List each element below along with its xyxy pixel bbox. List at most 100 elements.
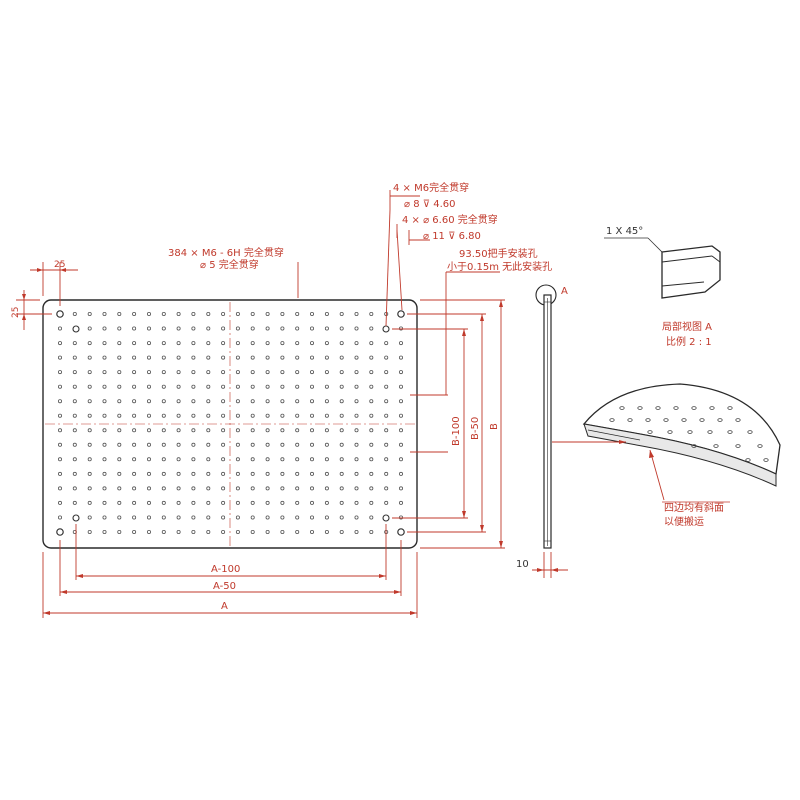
- tapped-hole: [102, 442, 107, 447]
- tapped-hole: [295, 355, 300, 360]
- tapped-hole: [146, 500, 151, 505]
- dimensions: [16, 190, 505, 618]
- tapped-hole: [161, 530, 166, 535]
- callout-tapped-holes-2: ⌀ 5 完全贯穿: [200, 258, 259, 271]
- tapped-hole: [339, 530, 344, 535]
- tapped-hole: [354, 384, 359, 389]
- tapped-hole: [191, 384, 196, 389]
- tapped-hole: [250, 370, 255, 375]
- tapped-hole: [87, 500, 92, 505]
- cutaway-hole: [655, 406, 661, 410]
- tapped-hole: [161, 457, 166, 462]
- tapped-hole: [58, 457, 63, 462]
- tapped-hole: [117, 370, 122, 375]
- tapped-hole: [176, 428, 181, 433]
- tapped-hole: [221, 500, 226, 505]
- tapped-hole: [398, 471, 403, 476]
- cutaway-hole: [663, 418, 669, 422]
- tapped-hole: [117, 457, 122, 462]
- tapped-hole: [324, 326, 329, 331]
- tapped-hole: [398, 326, 403, 331]
- tapped-hole: [102, 384, 107, 389]
- tapped-hole: [339, 341, 344, 346]
- tapped-hole: [369, 442, 374, 447]
- tapped-hole: [265, 384, 270, 389]
- tapped-hole: [58, 471, 63, 476]
- tapped-hole: [161, 442, 166, 447]
- tapped-hole: [132, 384, 137, 389]
- tapped-hole: [280, 530, 285, 535]
- mount-holes: [72, 325, 390, 522]
- callout-handle-note-2: 小于0.15m 无此安装孔: [447, 260, 552, 273]
- tapped-hole: [265, 530, 270, 535]
- tapped-hole: [87, 355, 92, 360]
- tapped-hole: [87, 311, 92, 316]
- dim-pitch-y: 25: [11, 307, 21, 318]
- tapped-hole: [295, 442, 300, 447]
- tapped-hole: [324, 399, 329, 404]
- tapped-hole: [206, 515, 211, 520]
- tapped-hole: [354, 428, 359, 433]
- tapped-hole: [176, 384, 181, 389]
- tapped-hole: [339, 428, 344, 433]
- cutaway-hole: [717, 418, 723, 422]
- tapped-hole: [324, 355, 329, 360]
- tapped-hole: [117, 515, 122, 520]
- dimension-arrows: [22, 268, 503, 615]
- tapped-hole: [265, 442, 270, 447]
- cutaway-hole: [681, 418, 687, 422]
- cutaway-hole: [747, 430, 753, 434]
- tapped-hole: [176, 370, 181, 375]
- tapped-hole: [398, 442, 403, 447]
- tapped-hole: [384, 442, 389, 447]
- tapped-hole: [384, 399, 389, 404]
- tapped-hole: [235, 530, 240, 535]
- tapped-hole: [309, 486, 314, 491]
- tapped-hole: [191, 399, 196, 404]
- cutaway-hole: [627, 418, 633, 422]
- tapped-hole: [221, 442, 226, 447]
- tapped-hole: [87, 384, 92, 389]
- tapped-hole: [58, 428, 63, 433]
- tapped-hole: [221, 413, 226, 418]
- tapped-hole: [295, 515, 300, 520]
- tapped-hole: [339, 515, 344, 520]
- cutaway-hole: [673, 406, 679, 410]
- tapped-hole: [354, 442, 359, 447]
- tapped-hole: [280, 442, 285, 447]
- tapped-hole: [324, 500, 329, 505]
- tapped-hole: [354, 515, 359, 520]
- detail-chamfer-shape: [661, 245, 721, 299]
- tapped-hole: [72, 486, 77, 491]
- tapped-hole: [398, 486, 403, 491]
- tapped-hole: [102, 399, 107, 404]
- tapped-hole: [176, 500, 181, 505]
- tapped-hole: [398, 515, 403, 520]
- tapped-hole: [398, 355, 403, 360]
- tapped-hole: [250, 355, 255, 360]
- tapped-hole: [280, 384, 285, 389]
- tapped-hole: [221, 486, 226, 491]
- tapped-hole: [265, 457, 270, 462]
- cutaway-hole: [637, 406, 643, 410]
- tapped-hole: [339, 457, 344, 462]
- tapped-hole: [206, 457, 211, 462]
- tapped-hole: [265, 355, 270, 360]
- tapped-hole: [176, 413, 181, 418]
- tapped-hole: [72, 355, 77, 360]
- tapped-hole: [72, 442, 77, 447]
- tapped-hole: [369, 355, 374, 360]
- plate-front-view: [42, 299, 418, 549]
- tapped-hole: [132, 486, 137, 491]
- tapped-hole: [295, 500, 300, 505]
- tapped-hole: [191, 355, 196, 360]
- tapped-hole: [235, 384, 240, 389]
- tapped-hole: [354, 413, 359, 418]
- tapped-hole: [221, 311, 226, 316]
- tapped-hole: [206, 471, 211, 476]
- tapped-hole: [235, 500, 240, 505]
- tapped-hole: [146, 486, 151, 491]
- corner-hole-bottom-left: [56, 528, 64, 536]
- tapped-hole: [191, 428, 196, 433]
- cutaway-hole: [645, 418, 651, 422]
